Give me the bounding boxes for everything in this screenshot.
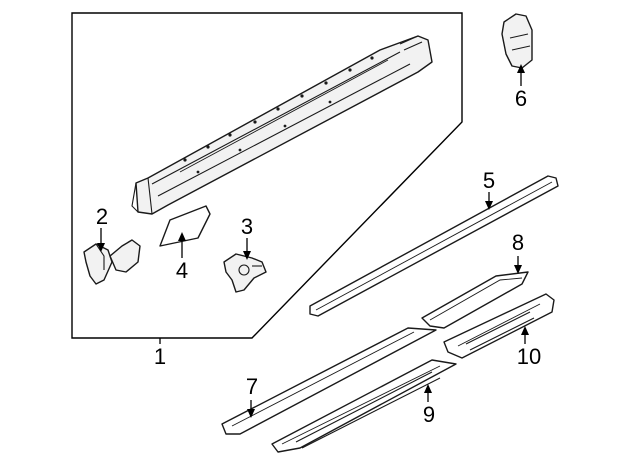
leader-9 bbox=[424, 384, 432, 402]
leader-8 bbox=[514, 256, 522, 274]
scuff-plate-part-8 bbox=[421, 271, 529, 329]
sill-plate-part-10 bbox=[443, 293, 555, 359]
end-cap-part-6 bbox=[501, 13, 533, 69]
pad-part-4 bbox=[159, 205, 211, 247]
callout-1: 1 bbox=[154, 344, 166, 369]
callout-4: 4 bbox=[176, 258, 188, 283]
leader-3 bbox=[243, 238, 251, 260]
leader-5 bbox=[485, 192, 493, 210]
callout-5: 5 bbox=[483, 168, 495, 193]
leader-2 bbox=[97, 228, 105, 252]
callout-8: 8 bbox=[512, 230, 524, 255]
leader-6 bbox=[517, 64, 525, 86]
clip-part-2 bbox=[83, 239, 141, 285]
assembly-frame bbox=[71, 12, 463, 339]
callout-9: 9 bbox=[423, 402, 435, 427]
lower-sill-part-7 bbox=[221, 327, 437, 435]
leader-4 bbox=[178, 232, 186, 258]
leader-7 bbox=[247, 400, 255, 418]
moulding-part-5 bbox=[309, 175, 559, 317]
callout-3: 3 bbox=[241, 214, 253, 239]
scuff-plate-part-9 bbox=[271, 359, 457, 453]
leader-10 bbox=[521, 326, 529, 344]
rocker-panel bbox=[131, 35, 433, 215]
callout-6: 6 bbox=[515, 86, 527, 111]
callout-7: 7 bbox=[246, 374, 258, 399]
callout-10: 10 bbox=[517, 344, 541, 369]
callout-2: 2 bbox=[96, 204, 108, 229]
retainer-part-3 bbox=[223, 253, 267, 293]
